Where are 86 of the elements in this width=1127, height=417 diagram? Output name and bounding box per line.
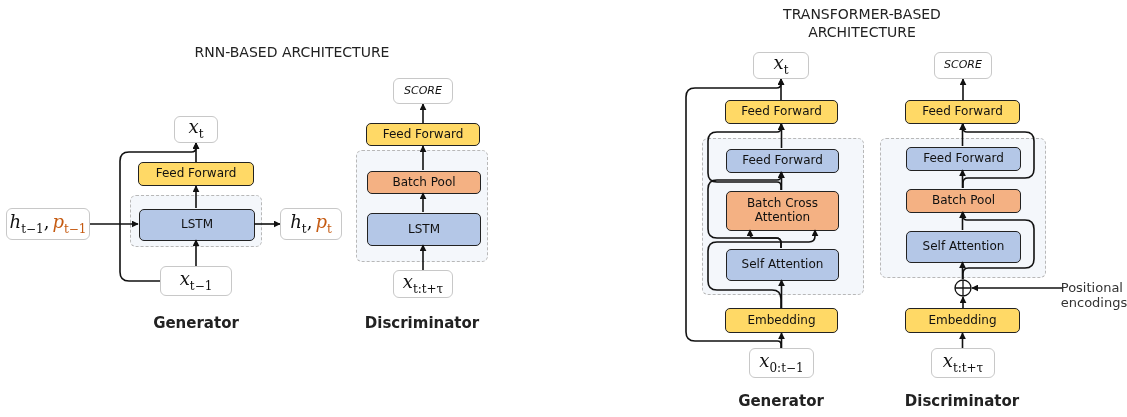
layer-box <box>726 191 839 231</box>
layer-label: Batch Cross Attention <box>745 197 820 225</box>
diagram-caption: Discriminator <box>903 392 1021 410</box>
arrow <box>89 220 139 228</box>
dashed-group-panel <box>702 138 864 295</box>
annotation-text: Positional encodings <box>1060 281 1127 311</box>
layer-label: Batch Pool <box>392 175 456 190</box>
layer-label: Feed Forward <box>155 167 237 181</box>
arrow <box>959 211 1035 280</box>
layer-box <box>139 209 255 241</box>
arrow <box>253 220 281 228</box>
math-variable: x$_{t−1}$ <box>179 268 213 294</box>
arrow <box>959 296 967 309</box>
math-variable: p$_{t}$ <box>315 211 332 237</box>
variable-box <box>393 270 453 298</box>
variable-box <box>749 348 814 378</box>
layer-label: Feed Forward <box>382 127 464 142</box>
arrow <box>707 229 819 309</box>
arrow <box>707 171 785 249</box>
variable-box <box>174 116 218 143</box>
math-variable: h$_{t−1}$, <box>9 211 50 237</box>
diagram-caption: Generator <box>737 392 825 410</box>
arrow <box>419 244 427 271</box>
arrow <box>959 78 967 101</box>
variable-box <box>280 208 342 240</box>
math-variable: h$_{t}$, <box>290 211 313 237</box>
arrow <box>959 123 966 147</box>
layer-label: Feed Forward <box>923 152 1004 166</box>
layer-label: Batch Pool <box>931 194 996 208</box>
layer-label: Embedding <box>747 313 816 328</box>
section-title: TRANSFORMER-BASED ARCHITECTURE <box>782 6 942 41</box>
dashed-group-panel <box>880 138 1046 278</box>
math-variable: p$_{t−1}$ <box>52 211 87 237</box>
layer-label: LSTM <box>408 222 440 237</box>
arrow <box>419 103 427 124</box>
arrow <box>192 239 200 267</box>
layer-box <box>906 189 1021 213</box>
addition-circle-icon <box>954 279 972 297</box>
dashed-group-panel <box>356 150 488 262</box>
layer-box <box>905 308 1020 333</box>
arrow <box>959 332 966 349</box>
arrow <box>419 192 427 213</box>
layer-box <box>367 171 481 194</box>
math-variable: x$_{t:t+τ}$ <box>402 271 444 297</box>
output-box <box>393 78 453 104</box>
layer-box <box>367 213 481 246</box>
variable-box <box>6 208 90 240</box>
layer-label: Self Attention <box>922 240 1005 254</box>
math-variable: x$_{t:t+τ}$ <box>942 350 984 376</box>
math-variable: x$_{t}$ <box>773 53 789 78</box>
variable-box <box>753 52 809 79</box>
layer-label: Feed Forward <box>742 154 823 168</box>
layer-box <box>726 149 839 173</box>
layer-box <box>906 147 1021 171</box>
arrow <box>707 123 785 191</box>
layer-box <box>725 100 838 124</box>
arrow <box>971 284 1064 292</box>
arrow <box>685 78 785 349</box>
layer-label: SCORE <box>404 84 442 98</box>
section-title: RNN-BASED ARCHITECTURE <box>193 44 391 62</box>
arrow <box>119 142 200 282</box>
layer-label: Embedding <box>928 313 997 328</box>
arrow <box>419 145 427 171</box>
dashed-group-panel <box>130 195 262 247</box>
math-variable: x$_{0:t−1}$ <box>759 350 804 376</box>
output-box <box>934 52 992 79</box>
arrow <box>192 185 200 209</box>
variable-box <box>931 348 995 378</box>
arrow <box>959 123 1035 189</box>
layer-box <box>725 308 838 333</box>
layer-label: LSTM <box>181 218 213 232</box>
layer-label: Self Attention <box>741 258 824 272</box>
layer-box <box>726 249 839 281</box>
math-variable: x$_{t}$ <box>188 117 204 142</box>
layer-box <box>905 100 1020 124</box>
layer-box <box>906 231 1021 263</box>
layer-label: SCORE <box>944 59 982 72</box>
layer-label: Feed Forward <box>741 105 822 119</box>
arrow <box>778 123 785 149</box>
layer-label: Feed Forward <box>922 105 1003 119</box>
arrow <box>959 211 966 231</box>
diagram-caption: Discriminator <box>363 314 481 332</box>
diagram-caption: Generator <box>152 314 240 332</box>
layer-box <box>138 162 254 186</box>
layer-box <box>366 123 480 146</box>
variable-box <box>160 266 232 296</box>
